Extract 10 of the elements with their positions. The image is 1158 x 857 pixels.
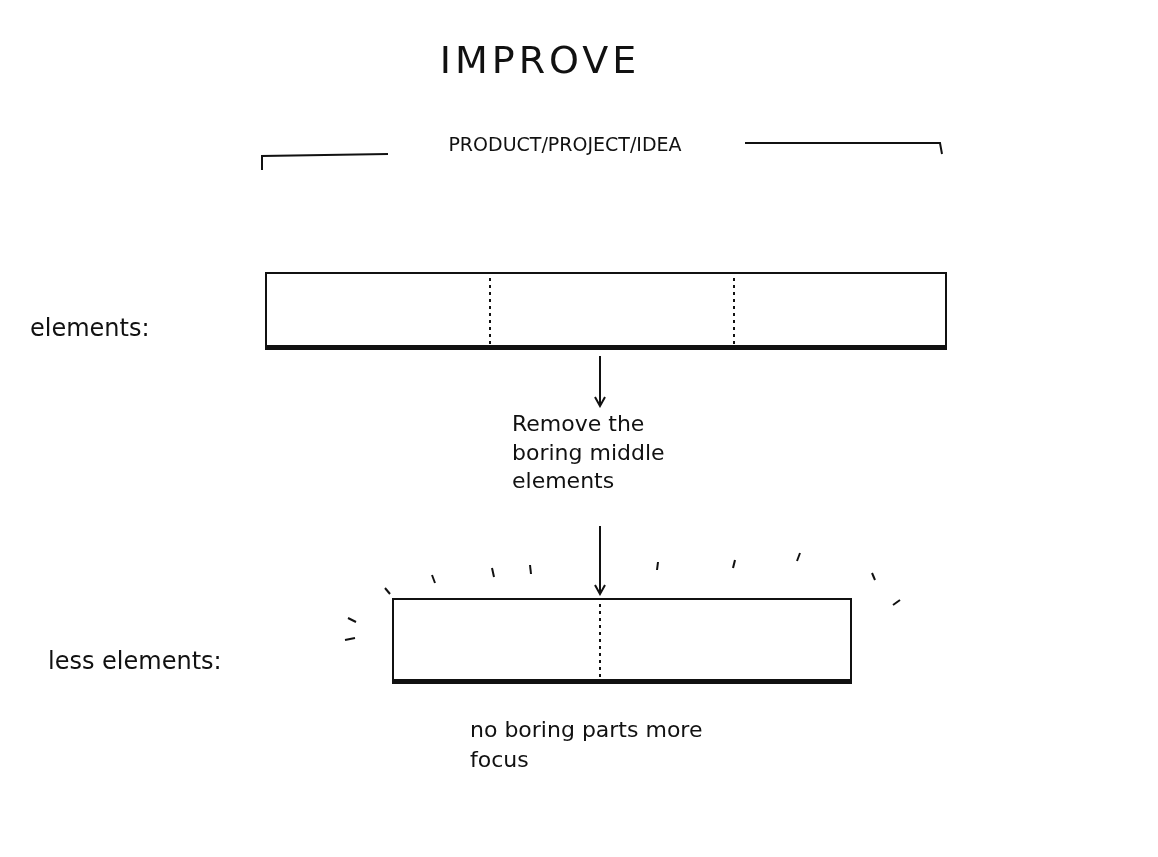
note-text: no boring parts more focus (470, 716, 704, 774)
element-bar (392, 598, 852, 684)
title: IMPROVE (438, 38, 642, 82)
row-label: elements: (30, 313, 151, 344)
span-label: PRODUCT/PROJECT/IDEA (447, 132, 683, 157)
step-text: Remove the boring middle elements (512, 411, 665, 494)
row-label: less elements: (48, 646, 223, 677)
arrow (594, 355, 606, 407)
element-bar (265, 272, 947, 350)
arrow (594, 525, 606, 595)
